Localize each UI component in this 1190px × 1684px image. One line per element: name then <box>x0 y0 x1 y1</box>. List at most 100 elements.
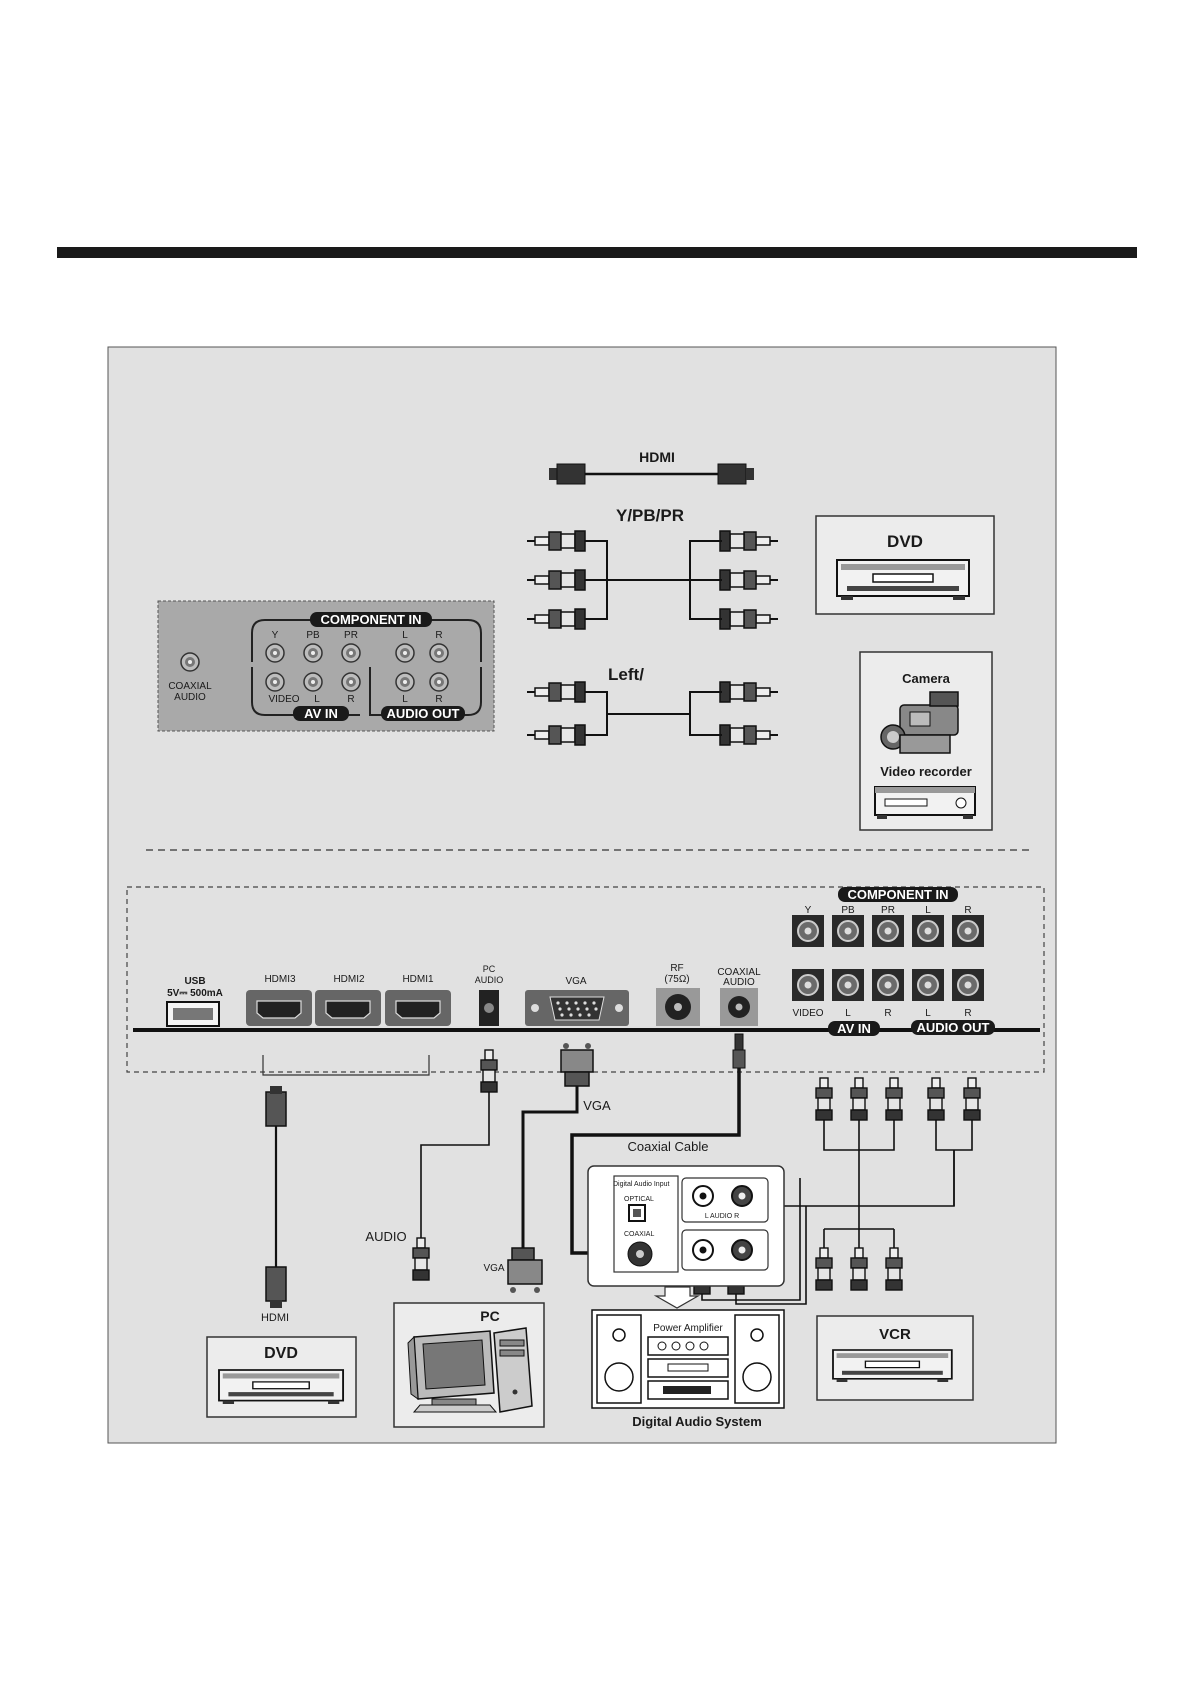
camera-label: Camera <box>902 671 950 686</box>
rear-jack-r <box>951 914 985 948</box>
side-av-r-label: R <box>347 694 354 705</box>
side-jack-out-r <box>429 672 449 692</box>
power-amplifier-label: Power Amplifier <box>653 1323 723 1334</box>
camera-device: Camera Video recorder <box>859 651 993 831</box>
side-out-l-label: L <box>402 694 408 705</box>
side-av-l-label: L <box>314 694 320 705</box>
audio-lr-cable: Left/ <box>526 665 779 746</box>
rear-panel: USB 5V⎓ 500mA HDMI3 HDMI2 HDMI1 PC AUDIO <box>126 886 1045 1073</box>
pc-label: PC <box>480 1308 499 1324</box>
side-jack-av-l <box>303 672 323 692</box>
tower-icon <box>493 1327 533 1413</box>
vcr-device: VCR <box>816 1315 974 1401</box>
hdmi-plug-label: HDMI <box>261 1312 289 1324</box>
pc-audio-label-1: PC <box>483 964 496 974</box>
rear-pb-label: PB <box>841 905 855 916</box>
rear-jack-av-r <box>871 968 905 1002</box>
rear-component-in-label: COMPONENT IN <box>847 887 948 902</box>
rear-audio-out-label: AUDIO OUT <box>917 1020 990 1035</box>
rear-l-label: L <box>925 905 931 916</box>
rear-jack-out-r <box>951 968 985 1002</box>
rear-jack-pr <box>871 914 905 948</box>
digital-audio-input-label: Digital Audio Input <box>613 1181 669 1188</box>
rf-label-1: RF <box>670 963 683 974</box>
rear-av-l-label: L <box>845 1008 851 1019</box>
rf-port <box>656 988 700 1026</box>
vga-port <box>525 990 629 1026</box>
rear-jack-l <box>911 914 945 948</box>
hdmi1-port <box>385 990 451 1026</box>
hdmi1-label: HDMI1 <box>402 974 434 985</box>
vga-plug-label: VGA <box>483 1263 504 1274</box>
pc-device: PC <box>393 1302 545 1428</box>
digital-audio-system-label: Digital Audio System <box>632 1414 762 1429</box>
side-component-in-label: COMPONENT IN <box>320 612 421 627</box>
rf-label-2: (75Ω) <box>664 974 689 985</box>
side-jack-video <box>265 672 285 692</box>
left-cable-label: Left/ <box>608 665 644 684</box>
monitor-icon <box>407 1330 498 1413</box>
side-out-r-label: R <box>435 694 442 705</box>
rear-jack-av-l <box>831 968 865 1002</box>
rear-av-in-label: AV IN <box>837 1021 871 1036</box>
rear-r-label: R <box>964 905 971 916</box>
side-jack-y <box>265 643 285 663</box>
audio-system-device: Power Amplifier Digital Audio System <box>591 1309 785 1429</box>
side-port-r-label: R <box>435 630 442 641</box>
optical-label: OPTICAL <box>624 1196 654 1203</box>
rear-out-l-label: L <box>925 1008 931 1019</box>
vga-plug-top <box>560 1043 594 1087</box>
vcr-label: VCR <box>879 1326 911 1343</box>
side-port-l-label: L <box>402 630 408 641</box>
dvd-device-bottom: DVD <box>206 1336 357 1418</box>
side-jack-pr <box>341 643 361 663</box>
audio-label: AUDIO <box>365 1229 406 1244</box>
side-video-label: VIDEO <box>268 694 299 705</box>
side-jack-av-r <box>341 672 361 692</box>
video-recorder-icon <box>874 786 976 819</box>
side-port-pb-label: PB <box>306 630 320 641</box>
dvd-top-label: DVD <box>887 532 923 551</box>
pc-audio-port <box>479 990 499 1026</box>
dvd-bottom-label: DVD <box>264 1345 298 1362</box>
vga-cable-label: VGA <box>583 1098 611 1113</box>
rear-y-label: Y <box>805 905 812 916</box>
hdmi-cable: HDMI <box>549 449 754 485</box>
hdmi-cable-label: HDMI <box>639 449 675 465</box>
digital-audio-input-panel: Digital Audio Input OPTICAL COAXIAL L AU… <box>587 1165 785 1309</box>
vga-port-label: VGA <box>565 976 586 987</box>
coaxial-input-label: COAXIAL <box>624 1231 654 1238</box>
side-port-y-label: Y <box>272 630 279 641</box>
hdmi3-label: HDMI3 <box>264 974 296 985</box>
coaxial-port-label-1: COAXIAL <box>717 967 761 978</box>
side-panel: COAXIAL AUDIO COMPONENT IN Y PB PR L R V… <box>157 600 495 732</box>
hdmi3-port <box>246 990 312 1026</box>
hdmi2-port <box>315 990 381 1026</box>
rear-out-r-label: R <box>964 1008 971 1019</box>
rear-jack-pb <box>831 914 865 948</box>
audio-lr-label: L AUDIO R <box>705 1213 739 1220</box>
dvd-device-top: DVD <box>815 515 995 615</box>
camcorder-icon <box>880 691 959 754</box>
rear-av-r-label: R <box>884 1008 891 1019</box>
coaxial-label-1: COAXIAL <box>168 681 212 692</box>
rear-jack-video <box>791 968 825 1002</box>
usb-port <box>166 1001 220 1027</box>
ypbpr-cable-label: Y/PB/PR <box>616 506 684 525</box>
vga-plug-bottom <box>507 1247 543 1293</box>
video-recorder-label: Video recorder <box>880 764 972 779</box>
hdmi2-label: HDMI2 <box>333 974 365 985</box>
header-rule <box>57 247 1137 258</box>
side-av-in-label: AV IN <box>304 706 338 721</box>
side-jack-l <box>395 643 415 663</box>
side-jack-pb <box>303 643 323 663</box>
side-jack-out-l <box>395 672 415 692</box>
rear-pr-label: PR <box>881 905 895 916</box>
coaxial-label-2: AUDIO <box>174 692 206 703</box>
coaxial-port <box>720 988 758 1026</box>
side-jack-r <box>429 643 449 663</box>
coaxial-audio-jack <box>180 652 200 672</box>
connection-wires: HDMI AUDIO VGA VGA Coaxial Cable <box>261 1033 981 1324</box>
coaxial-port-label-2: AUDIO <box>723 977 755 988</box>
